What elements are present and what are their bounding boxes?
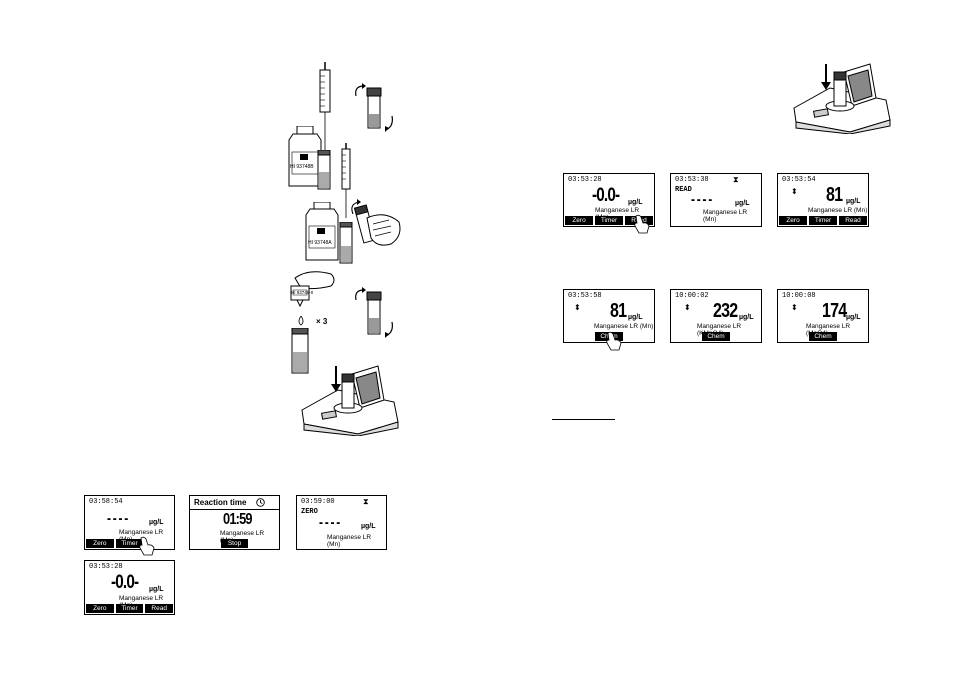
screen-parameter: Manganese LR (Mn) — [327, 534, 372, 548]
empty-key — [625, 332, 653, 341]
screen-value: 81 — [610, 300, 627, 322]
screen-value: - - - - — [691, 191, 712, 208]
screen-unit: µg/L — [361, 523, 376, 530]
reagent-bottle-b-illustration — [305, 202, 339, 261]
screen-time: 10:00:02 — [675, 292, 709, 300]
timer-key[interactable]: Timer — [595, 216, 623, 225]
screen-status: ZERO — [301, 508, 318, 516]
empty-key — [672, 332, 700, 341]
hourglass-icon: ⧗ — [733, 175, 739, 184]
screen-time: 03:53:28 — [568, 176, 602, 184]
read-key[interactable]: Read — [145, 604, 174, 613]
screen-time: 03:58:54 — [89, 498, 123, 506]
softkey-bar: Zero Timer Read — [779, 216, 867, 225]
screen-unit: µg/L — [846, 314, 861, 321]
times-three-label: × 3 — [316, 317, 328, 326]
screen-time: 03:53:54 — [782, 176, 816, 184]
screen-time: 03:53:58 — [568, 292, 602, 300]
screen-title: Reaction time — [194, 498, 247, 507]
hand-shake-illustration — [351, 199, 401, 246]
screen-unit: µg/L — [149, 586, 164, 593]
syringe-illustration-2 — [341, 143, 351, 218]
empty-key — [250, 539, 278, 548]
meter-insert-illustration — [301, 365, 399, 436]
reagent-bottle-b-label: HI 93748A — [308, 240, 332, 246]
screen-value: -0.0- — [111, 572, 139, 593]
screen-value: -0.0- — [592, 185, 620, 206]
screen-value: - - - - — [107, 510, 128, 527]
meter-screen-kmno4: 10:00:02 ⬍ 232 µg/L Manganese LR (KMnO4)… — [670, 289, 762, 343]
title-divider — [190, 509, 279, 510]
cuvette-invert-illustration — [355, 83, 393, 132]
screen-value: 232 — [713, 300, 738, 322]
dropper-hand-illustration — [290, 271, 335, 308]
screen-unit: µg/L — [628, 314, 643, 321]
softkey-bar: Zero Timer — [86, 539, 173, 548]
clock-icon — [256, 498, 265, 507]
meter-screen-reaction-time: Reaction time 01:59 Manganese LR (Mn) St… — [189, 495, 280, 550]
meter-screen-zeroed: 03:53:28 -0.0- µg/L Manganese LR (Mn) Ze… — [84, 560, 175, 615]
chem-frm-key[interactable]: Chem Frm — [702, 332, 730, 341]
finger-press-icon — [606, 331, 622, 351]
up-down-arrow-icon: ⬍ — [684, 303, 691, 312]
drop-icon — [298, 316, 304, 326]
softkey-bar: Stop — [191, 539, 278, 548]
dropper-label: HI 93748-0 — [291, 290, 314, 295]
screen-time: 10:00:08 — [782, 292, 816, 300]
screen-parameter: Manganese LR (Mn) — [703, 209, 748, 223]
screen-value: 174 — [822, 300, 847, 322]
meter-screen-timer: 03:58:54 - - - - µg/L Manganese LR (Mn) … — [84, 495, 175, 550]
screen-unit: µg/L — [735, 200, 750, 207]
empty-key — [732, 332, 760, 341]
reagent-bottle-a-label: HI 93748B — [290, 164, 314, 170]
timer-key[interactable]: Timer — [115, 539, 144, 548]
chem-frm-key[interactable]: Chem Frm — [809, 332, 837, 341]
screen-countdown: 01:59 — [223, 511, 253, 528]
screen-unit: µg/L — [149, 519, 164, 526]
timer-key[interactable]: Timer — [809, 216, 837, 225]
empty-key — [191, 539, 219, 548]
empty-key — [565, 332, 593, 341]
finger-press-icon — [634, 214, 650, 234]
meter-screen-mno4: 10:00:08 ⬍ 174 µg/L Manganese LR (MnO4) … — [777, 289, 869, 343]
section-underline — [552, 419, 615, 420]
softkey-bar: Chem Frm — [779, 332, 867, 341]
meter-screen-reading: 03:53:38 ⧗ READ - - - - µg/L Manganese L… — [670, 173, 762, 227]
screen-unit: µg/L — [628, 199, 643, 206]
up-down-arrow-icon: ⬍ — [791, 187, 798, 196]
screen-time: 03:53:38 — [675, 176, 709, 184]
hourglass-icon: ⧗ — [363, 497, 369, 506]
meter-screen-zero: 03:59:00 ⧗ ZERO - - - - µg/L Manganese L… — [296, 495, 387, 550]
screen-parameter: Manganese LR (Mn) — [808, 207, 868, 214]
meter-screen-result: 03:53:54 ⬍ 81 µg/L Manganese LR (Mn) Zer… — [777, 173, 869, 227]
up-down-arrow-icon: ⬍ — [574, 303, 581, 312]
up-down-arrow-icon: ⬍ — [791, 303, 798, 312]
empty-key — [779, 332, 807, 341]
zero-key[interactable]: Zero — [779, 216, 807, 225]
cuvette-illustration-4 — [291, 328, 309, 374]
screen-value: - - - - — [319, 514, 340, 531]
syringe-illustration — [319, 62, 331, 152]
screen-value: 81 — [826, 184, 843, 206]
cuvette-illustration — [317, 150, 331, 190]
screen-status: READ — [675, 186, 692, 194]
cuvette-invert-illustration-2 — [355, 287, 393, 338]
read-key[interactable]: Read — [839, 216, 867, 225]
softkey-bar: Chem Frm — [672, 332, 760, 341]
zero-key[interactable]: Zero — [86, 604, 114, 613]
timer-key[interactable]: Timer — [115, 604, 144, 613]
meter-insert-illustration-2 — [793, 63, 891, 134]
screen-parameter: Manganese LR (Mn) — [594, 323, 654, 330]
screen-time: 03:53:28 — [89, 563, 123, 571]
finger-press-icon — [139, 536, 155, 556]
screen-time: 03:59:00 — [301, 498, 335, 506]
stop-key[interactable]: Stop — [220, 539, 249, 548]
zero-key[interactable]: Zero — [86, 539, 114, 548]
screen-unit: µg/L — [846, 198, 861, 205]
empty-key — [839, 332, 867, 341]
screen-unit: µg/L — [739, 314, 754, 321]
cuvette-illustration-3 — [339, 222, 353, 264]
zero-key[interactable]: Zero — [565, 216, 593, 225]
softkey-bar: Zero Timer Read — [86, 604, 174, 613]
